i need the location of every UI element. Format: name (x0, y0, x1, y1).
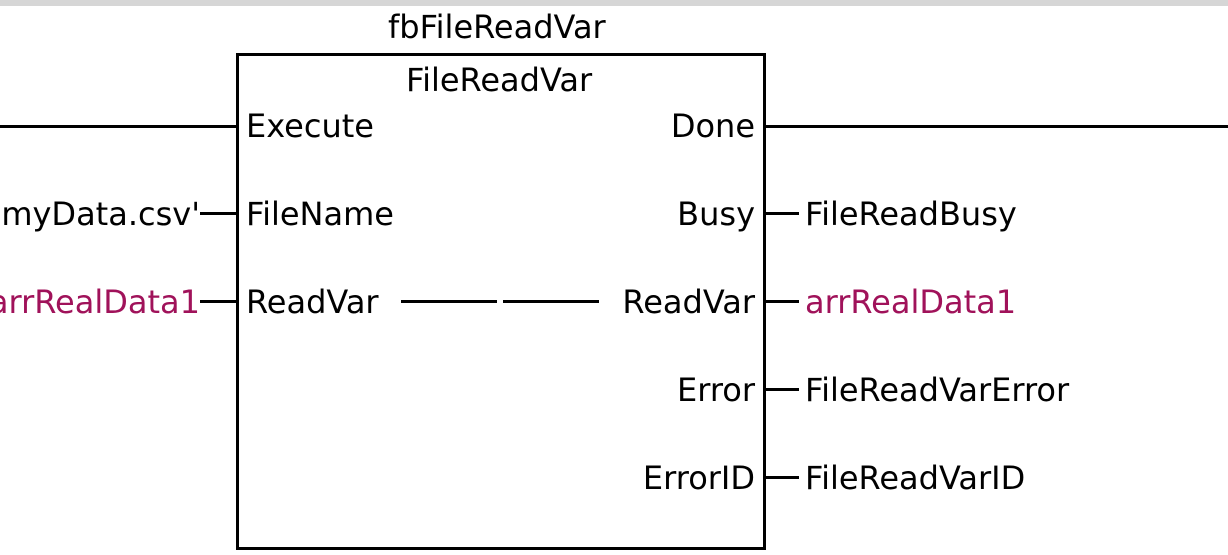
done-output-wire (763, 125, 1228, 128)
output-var-readvar[interactable]: arrRealData1 (805, 283, 1017, 321)
pin-errorid: ErrorID (642, 459, 755, 497)
inout-connection-left (401, 300, 497, 303)
errorid-output-wire (763, 476, 799, 479)
toolbar-strip (0, 0, 1228, 6)
error-output-wire (763, 388, 799, 391)
pin-busy: Busy (677, 195, 755, 233)
busy-output-wire (763, 212, 799, 215)
fb-instance-name[interactable]: fbFileReadVar (388, 8, 606, 46)
input-var-filename[interactable]: 'myData.csv' (0, 195, 200, 233)
fb-type-name: FileReadVar (406, 61, 593, 99)
output-var-errorid[interactable]: FileReadVarID (805, 459, 1026, 497)
readvar-input-wire (200, 300, 236, 303)
function-block[interactable] (236, 53, 766, 550)
pin-filename: FileName (246, 195, 394, 233)
inout-connection-right (503, 300, 599, 303)
pin-readvar-in: ReadVar (246, 283, 379, 321)
pin-execute: Execute (246, 107, 374, 145)
input-var-readvar[interactable]: arrRealData1 (0, 283, 200, 321)
output-var-busy[interactable]: FileReadBusy (805, 195, 1017, 233)
pin-error: Error (677, 371, 755, 409)
output-var-error[interactable]: FileReadVarError (805, 371, 1070, 409)
pin-readvar-out: ReadVar (622, 283, 755, 321)
readvar-output-wire (763, 300, 799, 303)
filename-input-wire (200, 212, 236, 215)
pin-done: Done (670, 107, 755, 145)
execute-input-wire (0, 125, 236, 128)
